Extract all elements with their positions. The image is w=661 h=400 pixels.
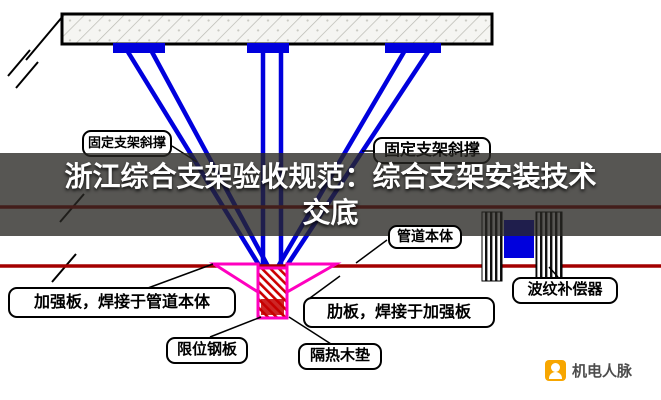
gusset-right	[285, 262, 342, 295]
anchor-plates	[113, 43, 441, 53]
label-bellows-compensator: 波纹补偿器	[512, 277, 618, 304]
watermark: 机电人脉	[545, 360, 632, 381]
page-title-line2: 交底	[302, 196, 359, 228]
break-marks	[7, 15, 85, 283]
ceiling-beam	[60, 12, 494, 46]
anchor-plate-center	[247, 43, 289, 53]
page-title-line1: 浙江综合支架验收规范：综合支架安装技术	[64, 160, 597, 192]
gusset-plates	[208, 262, 342, 320]
leader-lines	[147, 145, 559, 345]
title-overlay-band: 浙江综合支架验收规范：综合支架安装技术 交底	[0, 153, 661, 236]
label-limit-steel-plate: 限位钢板	[166, 337, 248, 364]
label-rib-plate: 肋板，焊接于加强板	[303, 297, 495, 328]
label-pipe-body: 管道本体	[388, 225, 462, 249]
anchor-plate-right	[385, 43, 441, 53]
insulation-pad-block	[261, 299, 284, 315]
label-insulation-pad: 隔热木垫	[298, 343, 382, 370]
watermark-text: 机电人脉	[572, 363, 633, 380]
watermark-logo-icon	[545, 360, 566, 381]
label-reinforcing-plate: 加强板，焊接于管道本体	[8, 287, 236, 318]
anchor-plate-left	[113, 43, 165, 53]
label-fixed-brace-left: 固定支架斜撑	[82, 130, 172, 157]
